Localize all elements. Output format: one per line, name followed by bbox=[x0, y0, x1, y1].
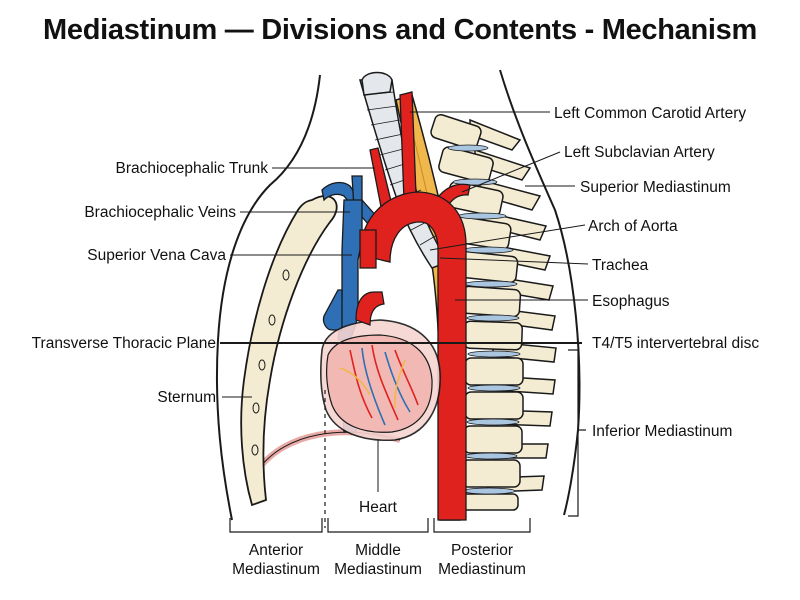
inferior-mediastinum-bracket bbox=[568, 349, 586, 517]
label-esophagus: Esophagus bbox=[592, 293, 670, 310]
page-title: Mediastinum — Divisions and Contents - M… bbox=[43, 14, 757, 46]
label-brachiocephalic-trunk: Brachiocephalic Trunk bbox=[116, 160, 269, 177]
region-middle-line1: Middle bbox=[355, 542, 401, 559]
label-superior-vena-cava: Superior Vena Cava bbox=[87, 247, 226, 264]
label-transverse-thoracic-plane: Transverse Thoracic Plane bbox=[32, 335, 216, 352]
label-inferior-mediastinum: Inferior Mediastinum bbox=[592, 423, 732, 440]
label-sternum: Sternum bbox=[157, 389, 216, 406]
arteries bbox=[359, 91, 471, 521]
leader-lines bbox=[222, 111, 589, 492]
heart bbox=[320, 291, 441, 442]
region-middle-line2: Mediastinum bbox=[334, 561, 422, 578]
label-left-subclavian-artery: Left Subclavian Artery bbox=[564, 144, 715, 161]
sternum-bone bbox=[240, 195, 338, 507]
label-t4-t5-disc: T4/T5 intervertebral disc bbox=[592, 335, 759, 352]
division-brackets bbox=[229, 518, 531, 533]
region-posterior-line2: Mediastinum bbox=[438, 561, 526, 578]
label-arch-of-aorta: Arch of Aorta bbox=[588, 218, 678, 235]
label-heart: Heart bbox=[359, 499, 398, 516]
label-trachea: Trachea bbox=[592, 257, 649, 274]
label-brachiocephalic-veins: Brachiocephalic Veins bbox=[84, 204, 236, 221]
intervertebral-discs bbox=[447, 144, 521, 495]
label-superior-mediastinum: Superior Mediastinum bbox=[580, 179, 731, 196]
label-left-common-carotid-artery: Left Common Carotid Artery bbox=[554, 105, 746, 122]
body-outline bbox=[215, 69, 581, 521]
region-posterior-line1: Posterior bbox=[451, 542, 513, 559]
region-anterior-line1: Anterior bbox=[249, 542, 303, 559]
region-anterior-line2: Mediastinum bbox=[232, 561, 320, 578]
